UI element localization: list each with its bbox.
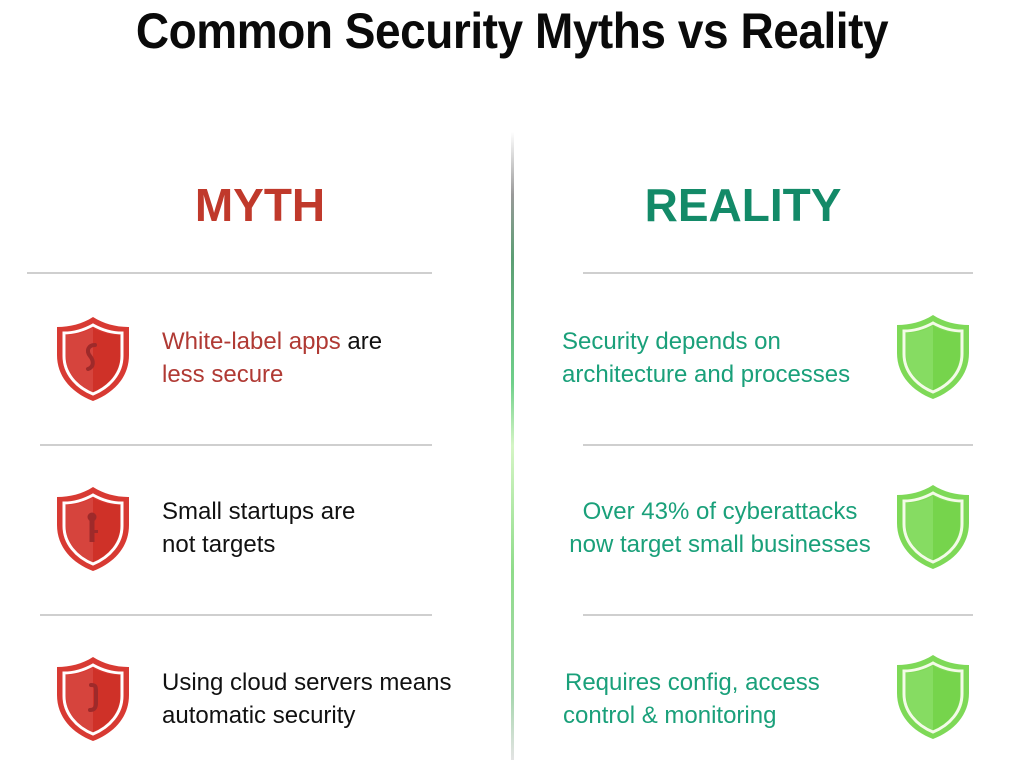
shield-green-icon <box>897 485 969 569</box>
myth-statement-1: White-label apps are less secure <box>162 328 383 388</box>
myth-heading: MYTH <box>194 179 326 231</box>
shield-red-icon <box>57 317 129 401</box>
reality-divider-top <box>583 272 973 274</box>
myth-statement-2: Small startups are not targets <box>162 498 356 558</box>
shield-red-key-icon <box>57 487 129 571</box>
shield-green-icon <box>897 655 969 739</box>
page-title: Common Security Myths vs Reality <box>135 3 889 59</box>
reality-statement-1: Security depends on architecture and pro… <box>562 328 851 388</box>
shield-red-lock-icon <box>57 657 129 741</box>
reality-statement-3: Requires config, access control & monito… <box>563 669 820 729</box>
reality-divider-2 <box>583 614 973 616</box>
myth-divider-2 <box>40 614 432 616</box>
myth-divider-1 <box>40 444 432 446</box>
shield-green-icon <box>897 315 969 399</box>
reality-statement-2: Over 43% of cyberattacks now target smal… <box>569 498 871 558</box>
myth-divider-top <box>27 272 432 274</box>
myth-highlight: White-label apps <box>162 328 341 355</box>
center-divider <box>511 132 514 760</box>
reality-heading: REALITY <box>644 179 842 231</box>
reality-divider-1 <box>583 444 973 446</box>
myth-statement-3: Using cloud servers means automatic secu… <box>162 669 452 729</box>
